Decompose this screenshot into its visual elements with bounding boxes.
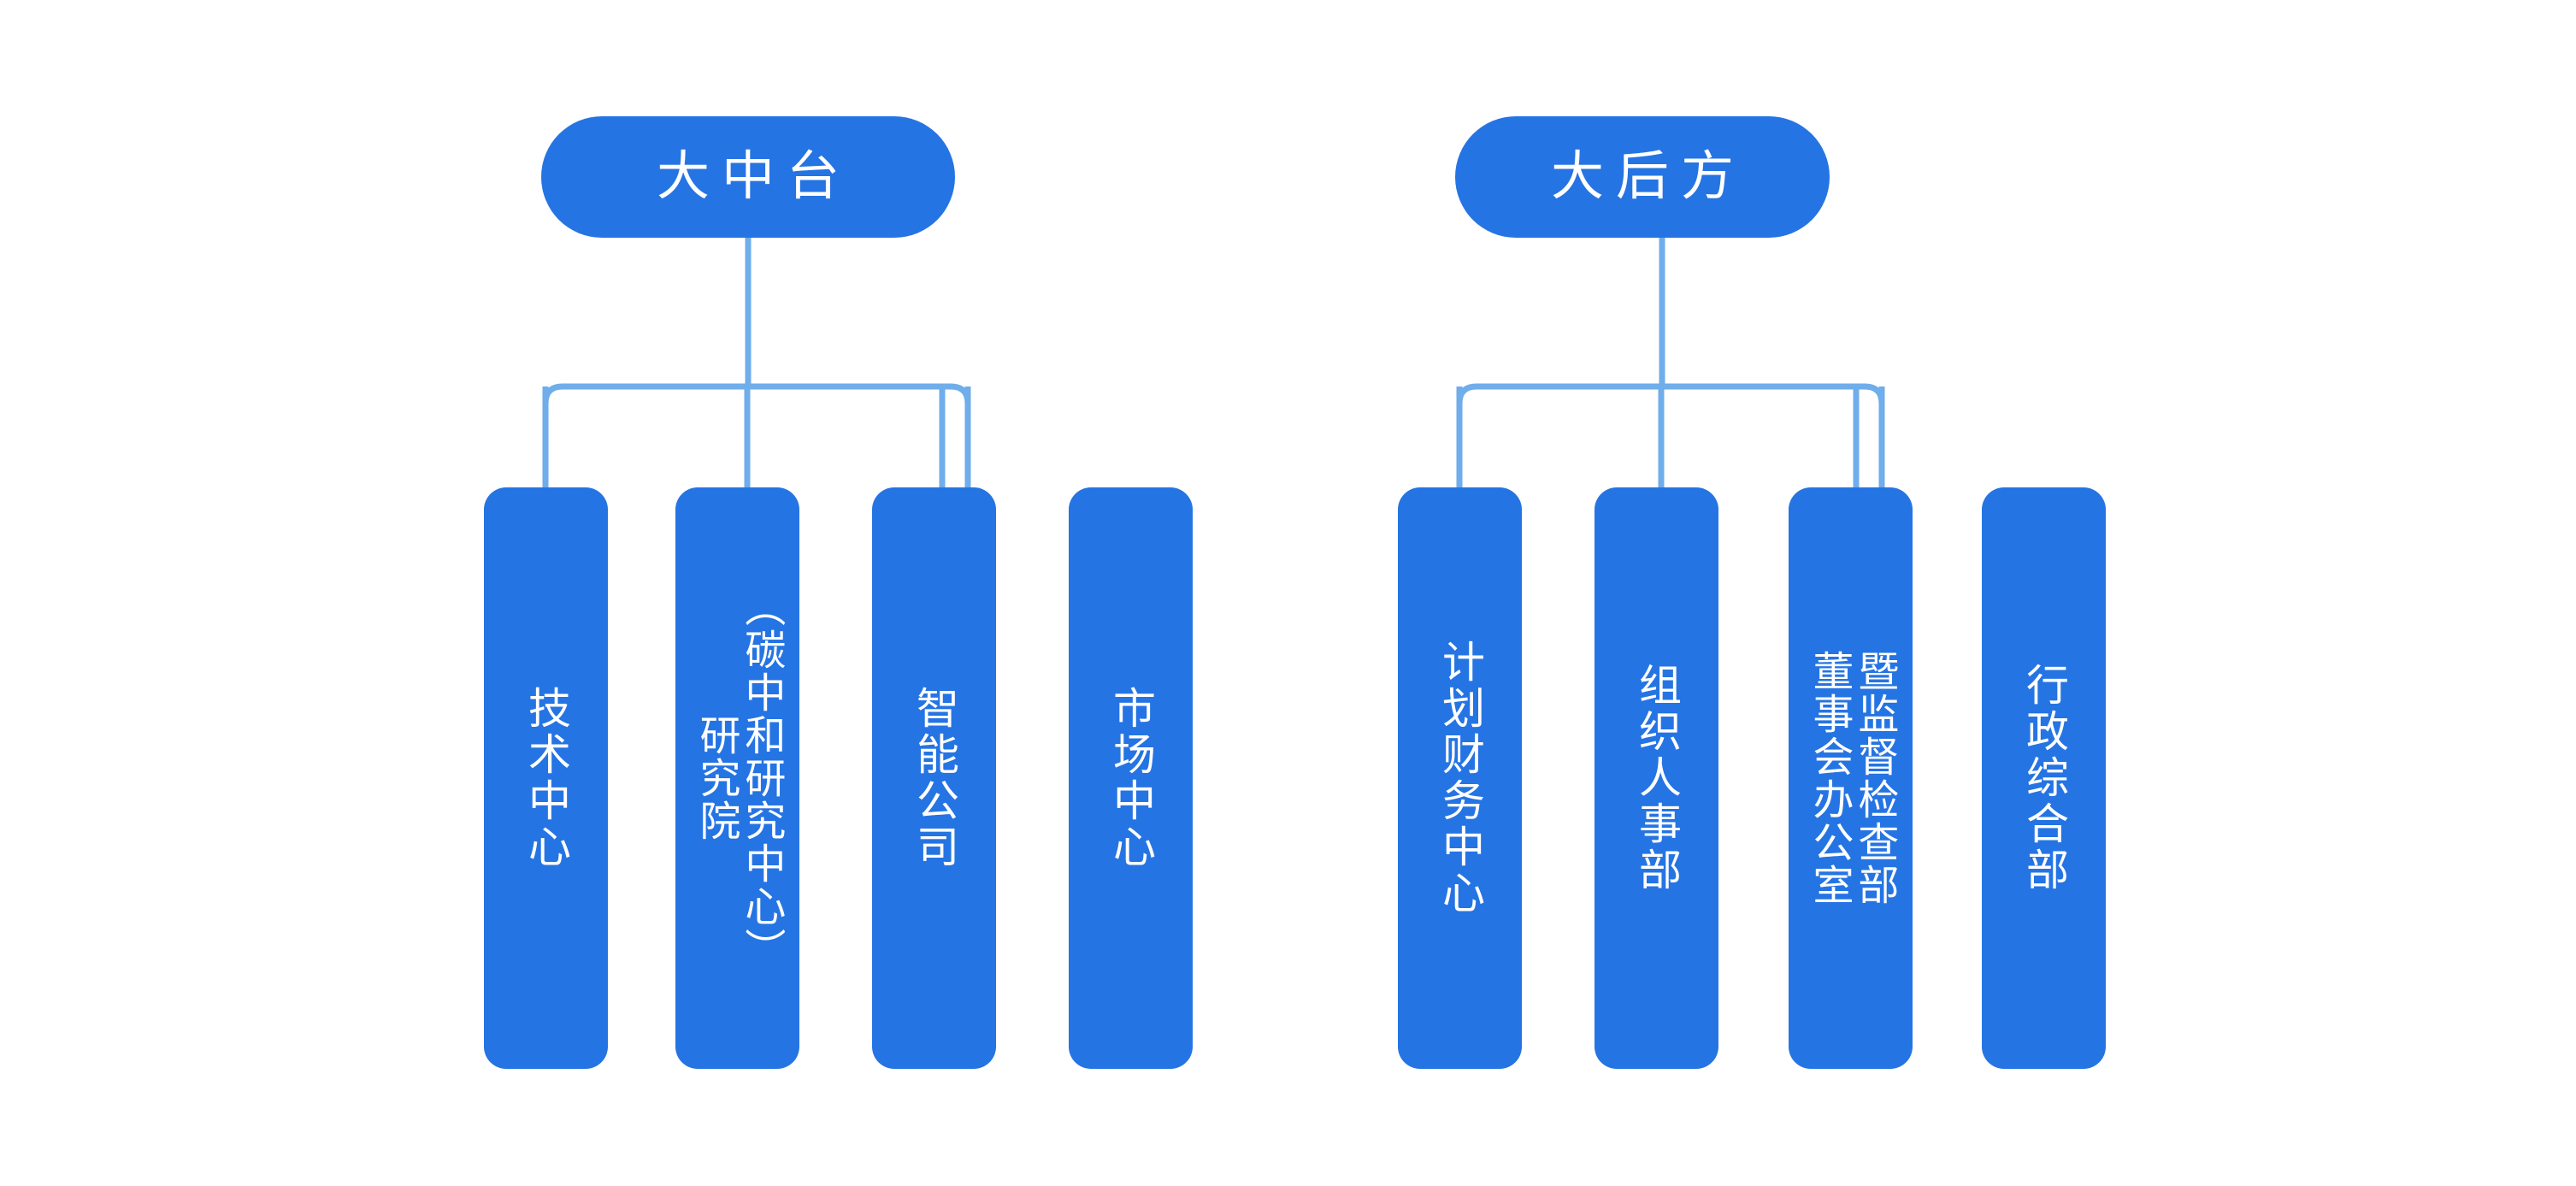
connector-right-bus <box>1456 383 1885 462</box>
leaf-label-yanjiuyuan-col2: 研究院 <box>693 714 739 842</box>
leaf-node-yanjiuyuan[interactable]: （碳中和研究中心） 研究院 <box>675 487 799 1069</box>
leaf-label-jihua-caiwu-zhongxin: 计划财务中心 <box>1436 640 1484 917</box>
leaf-node-zhineng-gongsi[interactable]: 智能公司 <box>872 487 996 1069</box>
leaf-label-shichang-zhongxin: 市场中心 <box>1107 686 1155 870</box>
root-node-right-label: 大后方 <box>1550 147 1746 206</box>
leaf-node-shichang-zhongxin[interactable]: 市场中心 <box>1069 487 1193 1069</box>
root-node-left-label: 大中台 <box>656 147 852 206</box>
leaf-node-jihua-caiwu-zhongxin[interactable]: 计划财务中心 <box>1398 487 1522 1069</box>
leaf-node-jishu-zhongxin[interactable]: 技术中心 <box>484 487 608 1069</box>
leaf-label-yanjiuyuan-col1: （碳中和研究中心） <box>738 586 784 971</box>
leaf-node-zuzhi-renshi-bu[interactable]: 组织人事部 <box>1595 487 1718 1069</box>
leaf-label-zuzhi-renshi-bu: 组织人事部 <box>1633 663 1681 894</box>
root-node-left[interactable]: 大中台 <box>541 116 955 238</box>
leaf-label-xingzheng-zonghe-bu: 行政综合部 <box>2020 663 2068 894</box>
leaf-label-jishu-zhongxin: 技术中心 <box>522 686 570 870</box>
root-node-right[interactable]: 大后方 <box>1455 116 1830 238</box>
leaf-node-xingzheng-zonghe-bu[interactable]: 行政综合部 <box>1982 487 2106 1069</box>
leaf-node-jiandu-jiancha-bu[interactable]: 暨监督检查部 董事会办公室 <box>1789 487 1913 1069</box>
leaf-label-jiandu-jiancha-bu-col2: 董事会办公室 <box>1806 650 1852 906</box>
leaf-label-zhineng-gongsi: 智能公司 <box>911 686 958 870</box>
leaf-label-jiandu-jiancha-bu-col1: 暨监督检查部 <box>1851 650 1897 906</box>
connector-left-bus <box>542 383 971 462</box>
